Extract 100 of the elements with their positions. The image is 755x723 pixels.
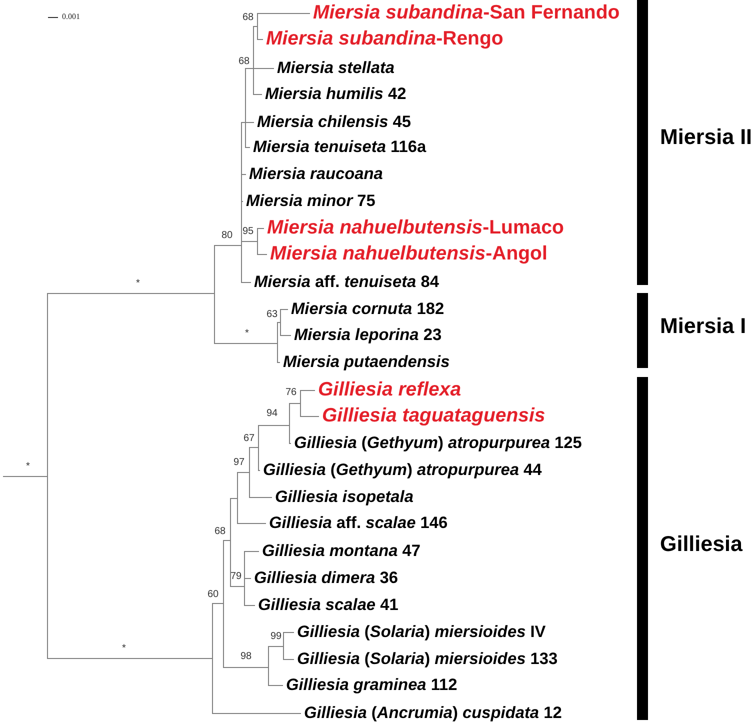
clade-junction-line xyxy=(300,390,301,417)
clade-junction-line xyxy=(212,603,213,714)
branch-line xyxy=(278,362,280,363)
taxon-label: Gilliesia (Gethyum) atropurpurea 125 xyxy=(291,434,582,452)
taxon-label: Gilliesia aff. scalae 146 xyxy=(266,514,448,532)
branch-line xyxy=(280,309,288,310)
clade-junction-line xyxy=(268,646,269,686)
taxon-label: Gilliesia dimera 36 xyxy=(251,568,398,588)
taxon-label: Miersia raucoana xyxy=(246,164,383,184)
clade-junction-line xyxy=(289,403,290,444)
taxon-label: Miersia minor 75 xyxy=(243,192,376,210)
scale-label: 0.001 xyxy=(62,13,80,21)
taxon-label: Gilliesia montana 47 xyxy=(259,542,421,560)
clade-junction-line xyxy=(214,245,215,344)
taxon-label: Gilliesia graminea 112 xyxy=(283,676,458,694)
clade-junction-line xyxy=(244,551,245,606)
taxon-label: Gilliesia (Solaria) miersioides 133 xyxy=(294,650,558,668)
branch-line xyxy=(244,605,256,606)
clade-junction-line xyxy=(283,632,284,660)
support-value: 67 xyxy=(243,434,255,444)
taxon-label: Miersia nahuelbutensis-Angol xyxy=(267,243,548,265)
taxon-label: Gilliesia (Solaria) miersioides IV xyxy=(294,622,546,642)
taxon-label: Gilliesia isopetala xyxy=(272,488,414,506)
branch-line xyxy=(244,578,252,579)
branch-line xyxy=(214,343,278,344)
clade-junction-line xyxy=(223,540,224,668)
branch-line xyxy=(214,245,242,246)
taxon-label: Gilliesia taguataguensis xyxy=(319,405,546,427)
branch-line xyxy=(48,658,212,659)
branch-line xyxy=(250,447,258,448)
branch-line xyxy=(224,540,230,541)
clade-junction-line xyxy=(257,13,258,40)
branch-line xyxy=(254,26,258,27)
clade-name: Miersia II xyxy=(660,126,752,150)
support-value: 63 xyxy=(266,310,278,320)
taxon-label: Gilliesia reflexa xyxy=(315,379,462,401)
taxon-label: Gilliesia scalae 41 xyxy=(255,596,398,614)
taxon-label: Miersia cornuta 182 xyxy=(288,300,444,318)
branch-line xyxy=(246,147,250,148)
taxon-label: Miersia putaendensis xyxy=(280,352,450,372)
clade-junction-line xyxy=(245,68,246,148)
branch-line xyxy=(258,228,264,229)
clade-junction-line xyxy=(249,447,250,498)
branch-line xyxy=(2,476,48,477)
clade-junction-line xyxy=(241,122,242,283)
support-value: 99 xyxy=(270,632,282,642)
taxon-label: Miersia tenuiseta 116a xyxy=(250,138,426,156)
clade-junction-line xyxy=(258,425,259,471)
support-value: 80 xyxy=(221,231,233,241)
branch-line xyxy=(284,632,294,633)
branch-line xyxy=(238,523,266,524)
clade-name: Miersia I xyxy=(660,315,746,339)
support-value: 97 xyxy=(233,458,245,468)
branch-line xyxy=(278,322,280,323)
branch-line xyxy=(258,425,290,426)
branch-line xyxy=(300,390,316,391)
branch-line xyxy=(284,659,294,660)
clade-junction-line xyxy=(257,228,258,255)
support-value: * xyxy=(26,462,30,472)
taxon-label: Miersia chilensis 45 xyxy=(254,112,411,132)
branch-line xyxy=(250,497,272,498)
branch-line xyxy=(238,472,250,473)
branch-line xyxy=(258,13,310,14)
support-value: 95 xyxy=(242,227,254,237)
branch-line xyxy=(212,603,224,604)
taxon-label: Miersia humilis 42 xyxy=(262,84,406,104)
branch-line xyxy=(242,174,246,175)
taxon-label: Gilliesia (Gethyum) atropurpurea 44 xyxy=(260,460,542,480)
support-value: 60 xyxy=(207,590,219,600)
clade-junction-line xyxy=(237,472,238,524)
branch-line xyxy=(258,254,268,255)
taxon-label: Miersia leporina 23 xyxy=(291,326,442,344)
clade-junction-line xyxy=(253,26,254,95)
branch-line xyxy=(290,403,300,404)
support-value: 76 xyxy=(285,388,297,398)
branch-line xyxy=(246,68,254,69)
branch-line xyxy=(230,586,244,587)
taxon-label: Miersia subandina-San Fernando xyxy=(310,2,620,24)
taxon-label: Gilliesia (Ancrumia) cuspidata 12 xyxy=(301,704,562,722)
support-value: * xyxy=(122,644,126,654)
support-value: 98 xyxy=(240,652,252,662)
branch-line xyxy=(254,94,262,95)
branch-line xyxy=(212,713,302,714)
branch-line xyxy=(48,293,214,294)
clade-name: Gilliesia xyxy=(660,533,742,557)
support-value: 68 xyxy=(238,57,250,67)
branch-line xyxy=(268,685,284,686)
branch-line xyxy=(246,122,254,123)
support-value: 68 xyxy=(242,13,254,23)
clade-junction-line xyxy=(277,322,278,363)
support-value: 79 xyxy=(230,572,242,582)
taxon-label: Miersia nahuelbutensis-Lumaco xyxy=(264,217,564,239)
branch-line xyxy=(280,335,292,336)
clade-junction-line xyxy=(230,498,231,587)
support-value: 68 xyxy=(214,527,226,537)
clade-junction-line xyxy=(47,293,48,659)
branch-line xyxy=(254,68,274,69)
branch-line xyxy=(268,646,284,647)
branch-line xyxy=(242,241,258,242)
branch-line xyxy=(224,667,268,668)
